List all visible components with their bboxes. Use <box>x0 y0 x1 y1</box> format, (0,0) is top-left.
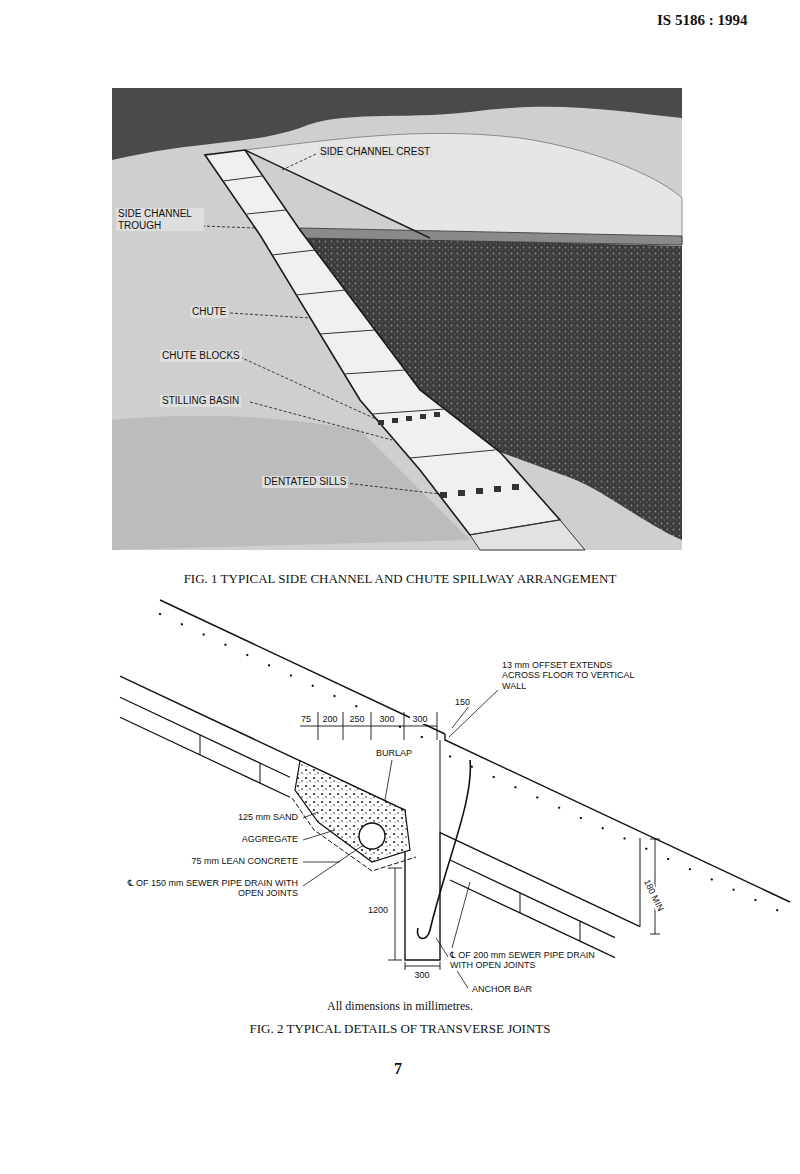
lean-concrete <box>292 798 416 871</box>
part-label: CHUTE <box>190 306 228 318</box>
part-label: STILLING BASIN <box>160 395 241 407</box>
dimension: 75 <box>299 714 313 724</box>
reinforcement <box>450 756 790 916</box>
joint-line <box>440 740 441 833</box>
leader-lines <box>303 690 498 988</box>
page-number: 7 <box>392 1060 404 1078</box>
part-label: 75 mm LEAN CONCRETE <box>189 856 300 866</box>
slab-top <box>445 734 790 902</box>
aggregate-pocket <box>295 761 410 862</box>
standard-number: IS 5186 : 1994 <box>655 12 749 29</box>
dimension: 180 MIN <box>641 876 667 915</box>
reinforcement <box>160 614 440 746</box>
far-hills <box>112 88 682 160</box>
pipe-joint <box>200 735 260 783</box>
part-label: ANCHOR BAR <box>470 984 534 994</box>
figure-caption: FIG. 1 TYPICAL SIDE CHANNEL AND CHUTE SP… <box>182 572 619 587</box>
pipe-150 <box>120 697 290 797</box>
dimension: 250 <box>347 714 366 724</box>
part-label: AGGREGATE <box>240 834 300 844</box>
dimension: 300 <box>377 714 396 724</box>
side-channel-trough <box>245 150 430 238</box>
crest-road <box>300 228 682 245</box>
dimension-lines <box>300 712 660 970</box>
dimension: 300 <box>412 970 431 980</box>
figure-caption: FIG. 2 TYPICAL DETAILS OF TRANSVERSE JOI… <box>248 1022 553 1037</box>
pipe-section <box>359 823 385 849</box>
chute <box>205 150 560 535</box>
part-label: SIDE CHANNEL CREST <box>318 146 432 158</box>
dimension: 200 <box>320 714 339 724</box>
outlet-channel <box>470 520 585 550</box>
joint-section <box>120 600 790 988</box>
part-label: CHUTE BLOCKS <box>160 350 242 362</box>
part-label: SIDE CHANNEL TROUGH <box>116 208 204 231</box>
part-label: DENTATED SILLS <box>262 476 348 488</box>
spillway-sketch <box>112 88 682 550</box>
part-label: 125 mm SAND <box>236 812 300 822</box>
leader-lines <box>202 154 440 494</box>
anchor-bar <box>418 760 471 938</box>
note: All dimensions in millimetres. <box>325 1000 475 1014</box>
part-label: BURLAP <box>374 748 414 758</box>
dimension: 300 <box>410 714 429 724</box>
pipe-200 <box>450 860 615 958</box>
dentated-sill-symbol <box>440 484 519 498</box>
slab-top <box>160 600 445 734</box>
dimension: 1200 <box>366 905 390 915</box>
slab-end <box>640 838 641 927</box>
part-label: ℄ OF 150 mm SEWER PIPE DRAIN WITH OPEN J… <box>121 878 300 899</box>
chute-joints <box>223 176 495 458</box>
dimension: 150 <box>453 697 472 707</box>
part-label: ℄ OF 200 mm SEWER PIPE DRAIN WITH OPEN J… <box>448 950 597 971</box>
reservoir <box>245 133 682 244</box>
slab-bottom-and-key <box>120 676 640 960</box>
note: 13 mm OFFSET EXTENDS ACROSS FLOOR TO VER… <box>500 660 654 691</box>
pipe-joint <box>520 893 580 941</box>
chute-blocks-symbol <box>378 412 440 425</box>
sketch-ground <box>112 88 682 550</box>
